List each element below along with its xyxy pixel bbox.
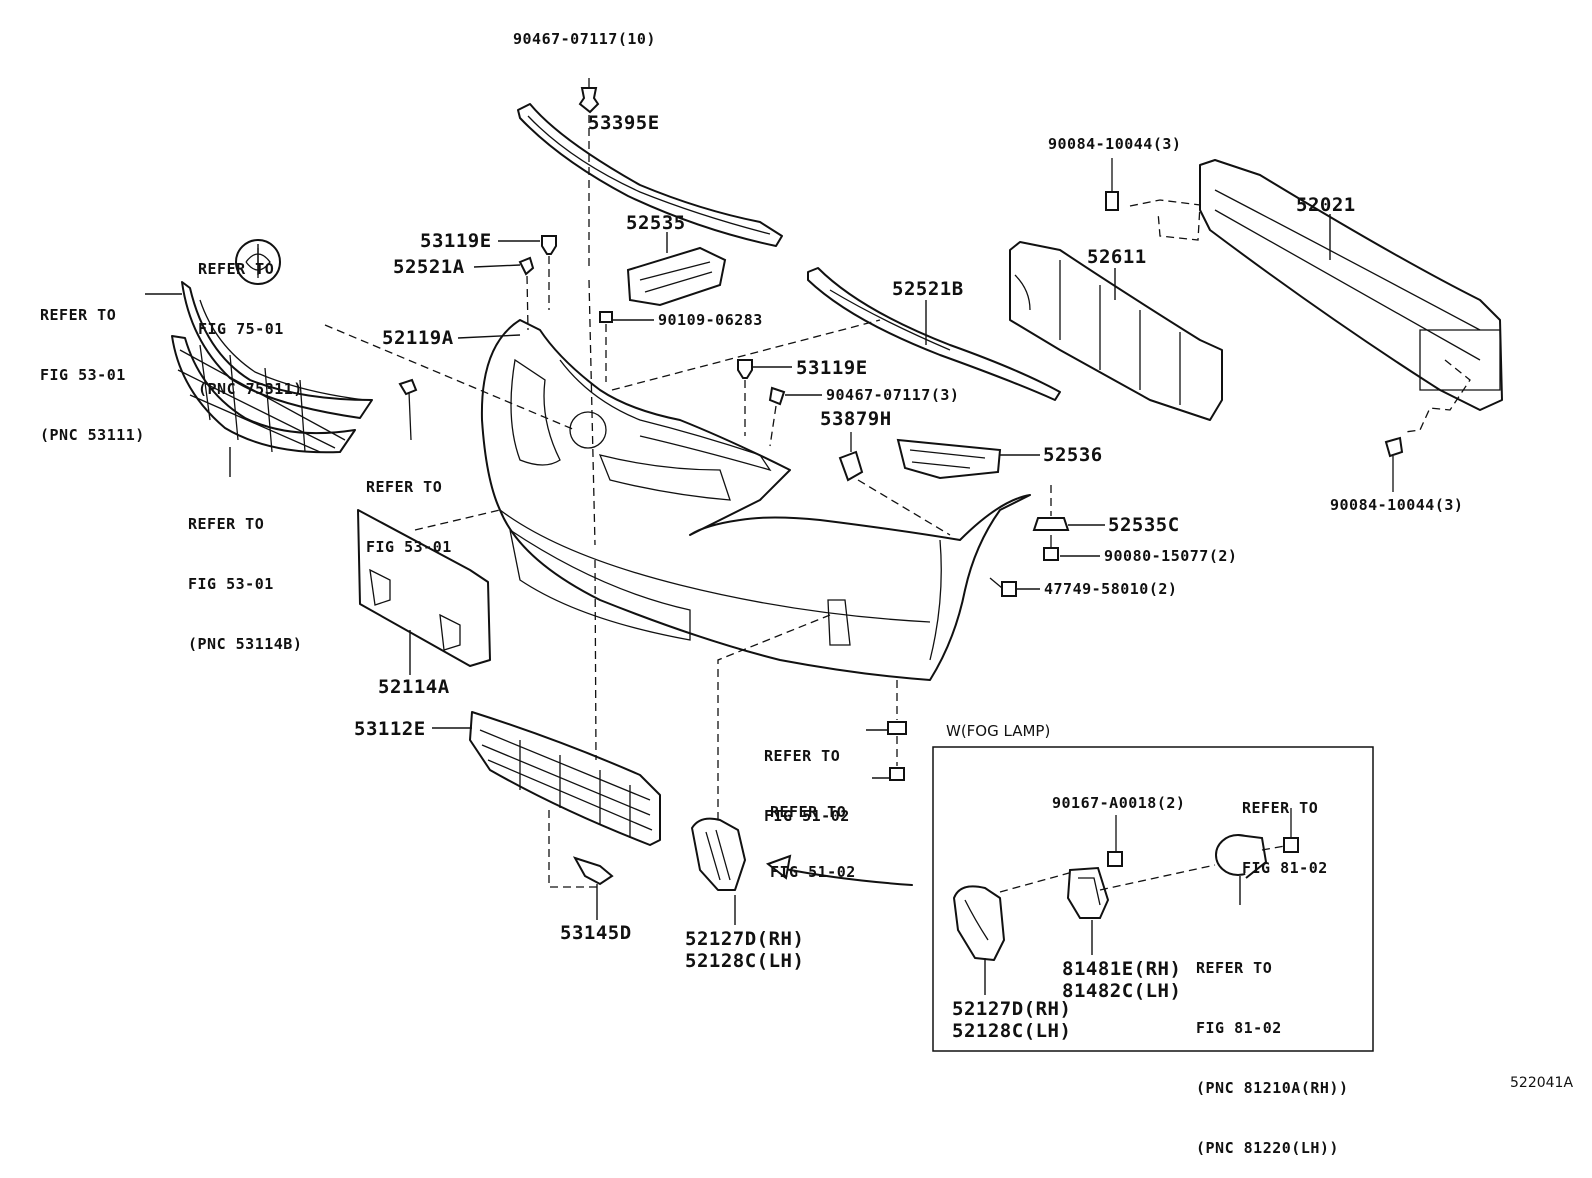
clip-icon bbox=[737, 359, 753, 436]
part-53145D-clip bbox=[572, 856, 614, 886]
label-90084-10044-top: 90084-10044(3) bbox=[1048, 135, 1182, 153]
label-81482C: 81482C(LH) bbox=[1062, 980, 1182, 1002]
clip-icon bbox=[578, 78, 600, 114]
refer-line: FIG 75-01 bbox=[198, 320, 284, 338]
screw-icon bbox=[1283, 808, 1299, 853]
screw-icon bbox=[398, 378, 418, 441]
part-52119A-bumper-cover bbox=[480, 319, 1031, 681]
part-52611-absorber bbox=[1009, 241, 1223, 421]
label-52128C-main: 52128C(LH) bbox=[685, 950, 805, 972]
refer-line: FIG 81-02 bbox=[1242, 859, 1328, 877]
part-53879H-clip bbox=[838, 432, 951, 536]
refer-fig-53-01-mid: REFER TO FIG 53-01 bbox=[366, 437, 452, 577]
refer-line: REFER TO bbox=[40, 306, 117, 324]
label-52536: 52536 bbox=[1043, 444, 1103, 466]
refer-line: (PNC 75311) bbox=[198, 380, 303, 398]
refer-fig-53-01-grille: REFER TO FIG 53-01 (PNC 53114B) bbox=[188, 474, 302, 674]
clip-icon bbox=[518, 256, 535, 331]
refer-fig-75-01: REFER TO FIG 75-01 (PNC 75311) bbox=[198, 219, 303, 419]
part-53395E-strip bbox=[517, 103, 783, 247]
bolt-icon bbox=[1043, 535, 1059, 561]
screw-icon bbox=[1107, 815, 1123, 867]
screw-icon bbox=[599, 311, 613, 382]
refer-line: FIG 51-02 bbox=[770, 863, 856, 881]
refer-line: (PNC 53114B) bbox=[188, 635, 303, 653]
refer-line: REFER TO bbox=[770, 803, 847, 821]
refer-line: REFER TO bbox=[1196, 959, 1273, 977]
label-52021: 52021 bbox=[1296, 194, 1356, 216]
refer-line: REFER TO bbox=[198, 260, 275, 278]
label-52521A: 52521A bbox=[393, 256, 465, 278]
part-52536-bracket bbox=[896, 438, 1002, 480]
label-53119E-mid: 53119E bbox=[796, 357, 868, 379]
refer-line: FIG 81-02 bbox=[1196, 1019, 1282, 1037]
refer-fig-51-02-b: REFER TO FIG 51-02 bbox=[770, 762, 856, 902]
refer-line: REFER TO bbox=[764, 747, 841, 765]
screw-icon bbox=[989, 577, 1017, 597]
label-90167-A0018-2: 90167-A0018(2) bbox=[1052, 794, 1186, 812]
label-53112E: 53112E bbox=[354, 718, 426, 740]
arrow-icon bbox=[765, 854, 913, 886]
refer-fig-53-01-left: REFER TO FIG 53-01 (PNC 53111) bbox=[40, 265, 145, 465]
label-90084-10044-bot: 90084-10044(3) bbox=[1330, 496, 1464, 514]
clip-icon bbox=[887, 680, 907, 735]
label-52114A: 52114A bbox=[378, 676, 450, 698]
part-52114A-license-bracket bbox=[357, 509, 491, 667]
part-81481E-lamp-bracket bbox=[1066, 866, 1110, 919]
refer-line: REFER TO bbox=[366, 478, 443, 496]
label-52535C: 52535C bbox=[1108, 514, 1180, 536]
part-52127D-fog-cover-box bbox=[953, 885, 1005, 961]
label-52535: 52535 bbox=[626, 212, 686, 234]
label-52127D-box: 52127D(RH) bbox=[952, 998, 1072, 1020]
refer-fig-51-02-a: REFER TO FIG 51-02 bbox=[764, 706, 850, 846]
clip-icon bbox=[768, 386, 786, 447]
label-53119E-top: 53119E bbox=[420, 230, 492, 252]
label-53145D: 53145D bbox=[560, 922, 632, 944]
part-52021-reinforcement bbox=[1199, 159, 1503, 411]
label-90080-15077-2: 90080-15077(2) bbox=[1104, 547, 1238, 565]
part-52535-bracket bbox=[626, 246, 727, 307]
label-90467-07117-10: 90467-07117(10) bbox=[513, 30, 656, 48]
refer-line: (PNC 53111) bbox=[40, 426, 145, 444]
label-52127D-main: 52127D(RH) bbox=[685, 928, 805, 950]
label-53879H: 53879H bbox=[820, 408, 892, 430]
part-52127D-fog-cover bbox=[691, 817, 746, 891]
label-52611: 52611 bbox=[1087, 246, 1147, 268]
part-52521B-retainer bbox=[807, 267, 1061, 401]
refer-line: (PNC 81220(LH)) bbox=[1196, 1139, 1339, 1157]
label-52119A: 52119A bbox=[382, 327, 454, 349]
label-52521B: 52521B bbox=[892, 278, 964, 300]
label-90109-06283: 90109-06283 bbox=[658, 311, 763, 329]
label-90467-07117-3: 90467-07117(3) bbox=[826, 386, 960, 404]
illustration-id: 522041A bbox=[1510, 1075, 1574, 1091]
refer-line: FIG 53-01 bbox=[366, 538, 452, 556]
refer-line: REFER TO bbox=[1242, 799, 1319, 817]
fog-lamp-box-title: W(FOG LAMP) bbox=[946, 722, 1051, 740]
clip-icon bbox=[541, 235, 557, 310]
label-47749-58010-2: 47749-58010(2) bbox=[1044, 580, 1178, 598]
refer-fig-81-02-top: REFER TO FIG 81-02 bbox=[1242, 758, 1328, 898]
part-fog-lamp bbox=[1215, 834, 1268, 879]
screw-icon bbox=[889, 736, 905, 781]
refer-line: FIG 53-01 bbox=[188, 575, 274, 593]
refer-line: REFER TO bbox=[188, 515, 265, 533]
part-53112E-lower-grille bbox=[469, 711, 661, 846]
refer-fig-81-02-lamp: REFER TO FIG 81-02 (PNC 81210A(RH)) (PNC… bbox=[1196, 918, 1349, 1178]
nut-icon bbox=[1032, 485, 1070, 531]
refer-line: FIG 51-02 bbox=[764, 807, 850, 825]
refer-line: FIG 53-01 bbox=[40, 366, 126, 384]
bolt-icon bbox=[1105, 158, 1119, 211]
label-53395E: 53395E bbox=[588, 112, 660, 134]
bolt-icon bbox=[1384, 436, 1404, 492]
refer-line: (PNC 81210A(RH)) bbox=[1196, 1079, 1349, 1097]
fog-lamp-box bbox=[932, 746, 1374, 1052]
label-52128C-box: 52128C(LH) bbox=[952, 1020, 1072, 1042]
label-81481E: 81481E(RH) bbox=[1062, 958, 1182, 980]
parts-diagram bbox=[145, 78, 1503, 1052]
